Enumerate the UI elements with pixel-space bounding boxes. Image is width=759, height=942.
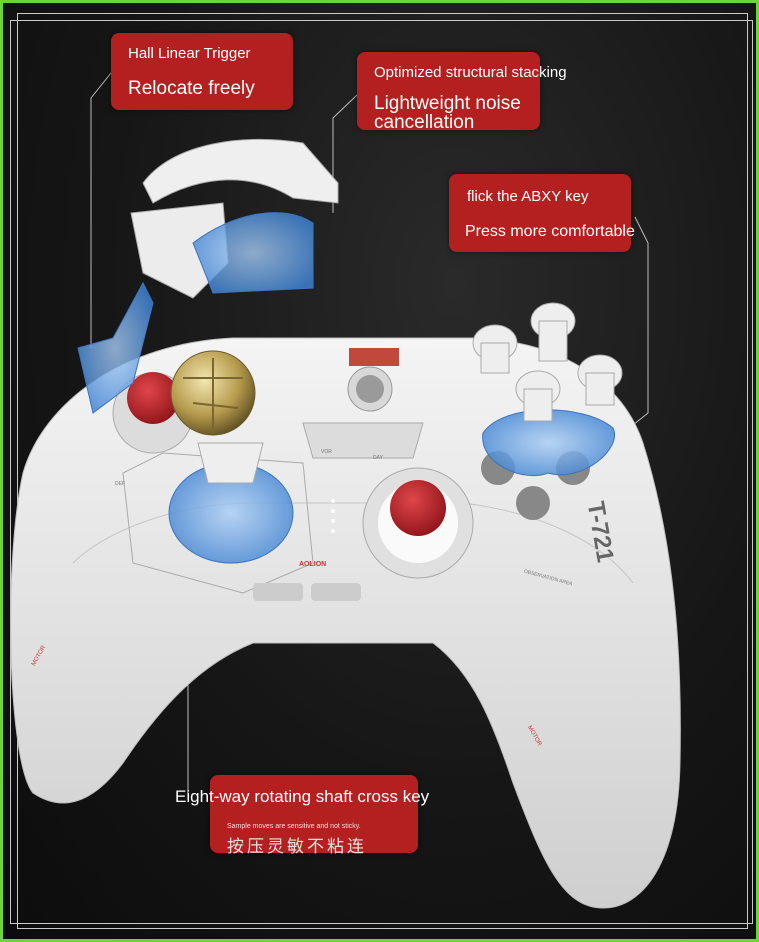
callout-trigger-subtitle: Relocate freely bbox=[128, 78, 255, 99]
brand-label: AOLION bbox=[299, 561, 327, 568]
callout-dpad-note: Sample moves are sensitive and not stick… bbox=[227, 823, 361, 830]
abxy-keys bbox=[472, 302, 623, 422]
day-label: DAY bbox=[373, 455, 383, 461]
frame-outer-line bbox=[17, 13, 748, 929]
vor-label: VOR bbox=[321, 449, 332, 455]
controller-illustration bbox=[10, 72, 681, 909]
callout-structure-subtitle-1: Lightweight noise bbox=[374, 93, 521, 114]
callout-trigger-title: Hall Linear Trigger bbox=[128, 45, 251, 62]
def-label: DEF bbox=[115, 481, 125, 487]
callout-abxy-title: flick the ABXY key bbox=[467, 188, 589, 205]
frame-inner-line bbox=[10, 20, 753, 924]
callout-dpad: Sample moves are sensitive and not stick… bbox=[210, 775, 418, 856]
callout-dpad-cjk: 按压灵敏不粘连 bbox=[227, 837, 367, 856]
callout-trigger: Hall Linear Trigger Relocate freely bbox=[111, 33, 293, 110]
callout-structure: Optimized structural stacking Lightweigh… bbox=[357, 52, 567, 133]
callout-structure-subtitle-2: cancellation bbox=[374, 112, 475, 133]
callout-dpad-title: Eight-way rotating shaft cross key bbox=[175, 787, 430, 806]
callout-abxy: flick the ABXY key Press more comfortabl… bbox=[449, 174, 635, 252]
callout-abxy-subtitle: Press more comfortable bbox=[465, 223, 635, 240]
callout-structure-title: Optimized structural stacking bbox=[374, 64, 567, 81]
